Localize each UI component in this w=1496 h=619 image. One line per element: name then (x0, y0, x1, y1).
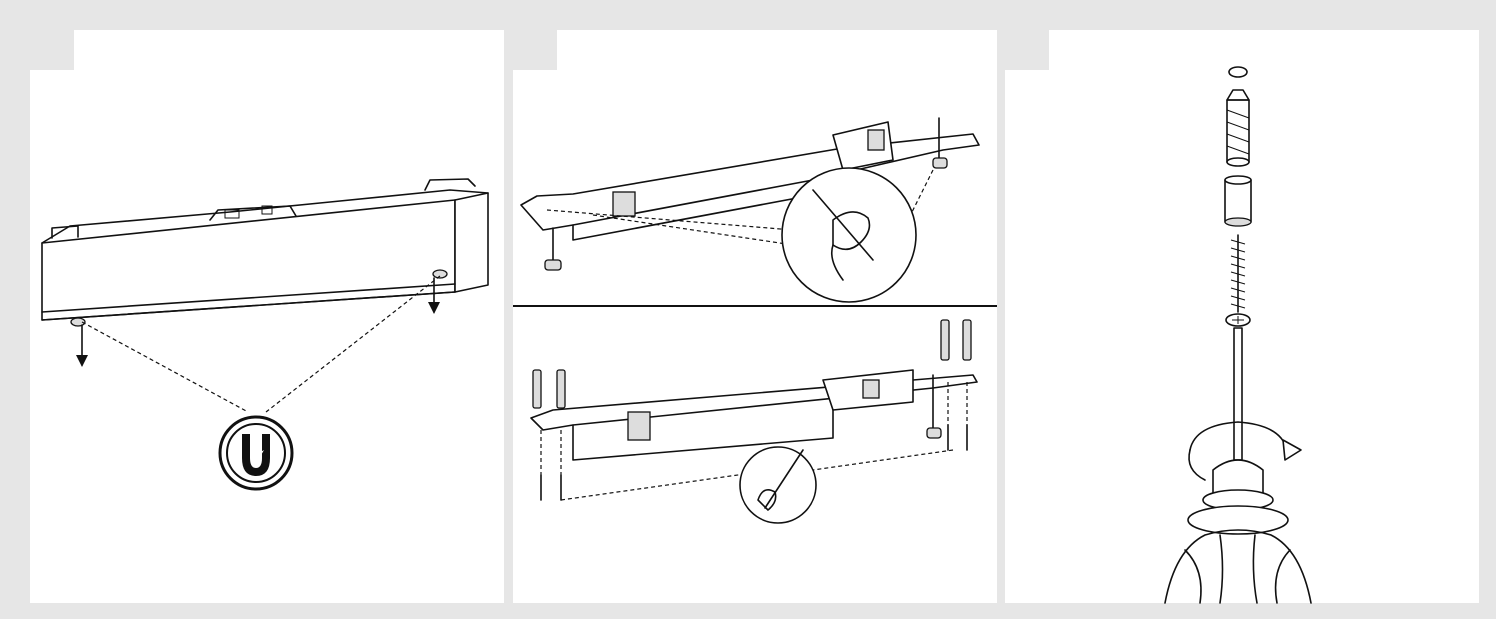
step-number-1 (30, 30, 74, 70)
screwdriver-icon (1164, 327, 1312, 604)
step-3-panel (1005, 30, 1479, 604)
step-number-2 (513, 30, 557, 70)
wall-plug (1226, 89, 1250, 167)
magnet-icon (218, 415, 294, 491)
spacer-sleeve (1224, 175, 1252, 227)
rotation-arrow-icon (1188, 421, 1302, 481)
closer-body-illustration (41, 178, 489, 491)
step-number-3 (1005, 30, 1049, 70)
screw (1225, 234, 1251, 327)
step-1-panel (30, 30, 504, 603)
step-2-panel (513, 30, 997, 603)
screw-installation-illustration (1164, 66, 1312, 604)
wall-anchor-right (940, 319, 972, 361)
wall-anchor-left (532, 369, 566, 409)
mounting-plate-illustration (513, 117, 997, 524)
